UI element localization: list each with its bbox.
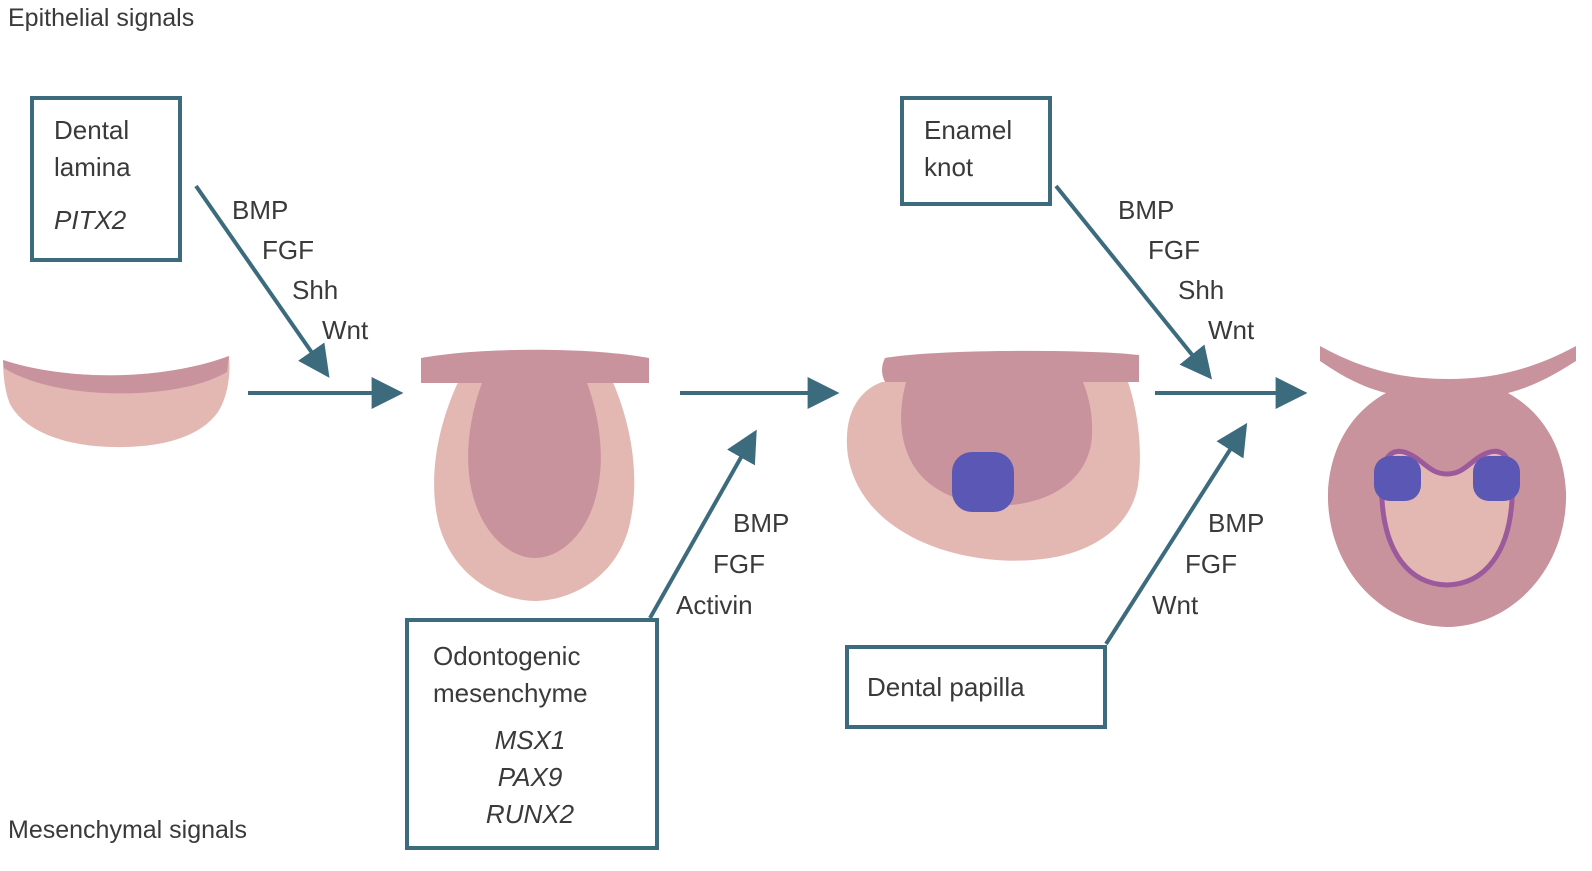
signal-label: Shh <box>1178 275 1225 305</box>
signal-label: FGF <box>1148 235 1200 265</box>
enamel-knot-title: Enamel knot <box>924 115 1013 182</box>
dental-papilla-signal-labels: BMP FGF Wnt <box>1152 503 1264 626</box>
signal-label: FGF <box>1185 549 1237 579</box>
odontogenic-signal-arrow <box>648 429 757 619</box>
bell-stage-shape <box>1320 346 1576 627</box>
epithelial-signals-label: Epithelial signals <box>8 4 195 32</box>
bell-knot-right-shape <box>1473 456 1520 501</box>
bell-knot-left-shape <box>1374 456 1421 501</box>
signal-label: BMP <box>1118 195 1175 225</box>
odontogenic-gene-msx1: MSX1 <box>494 724 566 755</box>
enamel-knot-box: Enamel knot <box>900 96 1052 206</box>
odontogenic-signal-labels: BMP FGF Activin <box>676 503 789 626</box>
odontogenic-mesenchyme-title: Odontogenic mesenchyme <box>433 641 588 708</box>
dental-lamina-signal-arrow <box>194 184 330 378</box>
signal-label: FGF <box>262 235 314 265</box>
dental-papilla-signal-arrow <box>1104 422 1248 646</box>
bud-stage-shape <box>421 349 649 601</box>
cap-stage-shape <box>846 350 1140 561</box>
signal-label: Wnt <box>1208 315 1255 345</box>
odontogenic-mesenchyme-box: Odontogenic mesenchyme MSX1 PAX9 RUNX2 <box>405 618 659 850</box>
signal-label: Wnt <box>1152 590 1199 620</box>
bud-epithelium-shape <box>421 349 649 558</box>
dental-papilla-box: Dental papilla <box>845 645 1107 729</box>
odontogenic-gene-runx2: RUNX2 <box>485 798 575 829</box>
cap-enamel-organ-shape <box>901 382 1093 506</box>
dental-papilla-title: Dental papilla <box>867 671 1025 702</box>
dental-lamina-title: Dental lamina <box>54 115 131 182</box>
enamel-knot-signal-arrow <box>1054 184 1213 380</box>
cap-epithelium-band <box>882 350 1139 382</box>
odontogenic-gene-pax9: PAX9 <box>497 761 563 792</box>
lamina-epithelium-band <box>3 356 229 394</box>
lamina-stage-shape <box>3 356 230 448</box>
odontogenic-gene-list: MSX1 PAX9 RUNX2 <box>433 722 655 833</box>
signal-label: BMP <box>1208 508 1265 538</box>
dental-lamina-gene: PITX2 <box>54 204 127 235</box>
dental-lamina-box: Dental lamina PITX2 <box>30 96 182 262</box>
signal-label: Activin <box>676 590 753 620</box>
signal-label: Wnt <box>322 315 369 345</box>
signal-label: BMP <box>232 195 289 225</box>
enamel-knot-shape <box>952 452 1014 512</box>
dental-lamina-signal-labels: BMP FGF Shh Wnt <box>232 190 368 350</box>
signal-label: FGF <box>713 549 765 579</box>
signal-label: Shh <box>292 275 339 305</box>
enamel-knot-signal-labels: BMP FGF Shh Wnt <box>1118 190 1254 350</box>
mesenchymal-signals-label: Mesenchymal signals <box>8 816 247 844</box>
signal-label: BMP <box>733 508 790 538</box>
